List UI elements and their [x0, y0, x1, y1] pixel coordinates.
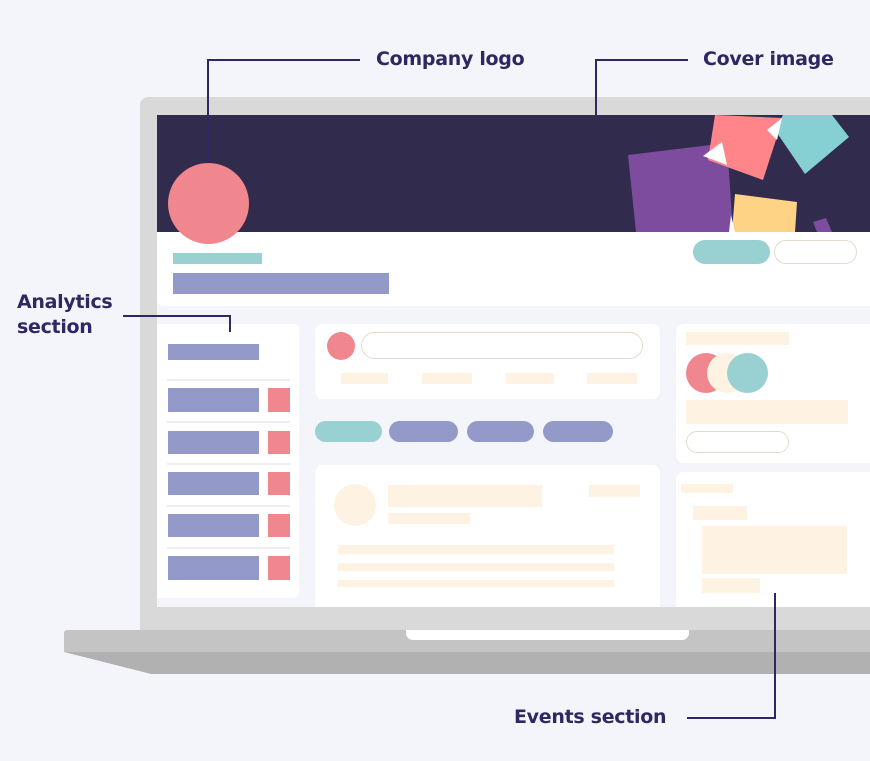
analytics-row-value [268, 431, 290, 454]
divider [167, 463, 290, 465]
cover-shape-purple-small [813, 218, 832, 232]
event-date [693, 506, 747, 520]
callout-line [687, 717, 776, 719]
post-text-line [338, 563, 614, 571]
analytics-row-value [268, 514, 290, 537]
callout-line [229, 315, 231, 332]
callout-line [207, 59, 209, 163]
analytics-row-label [168, 431, 259, 454]
filter-pill[interactable] [543, 421, 613, 442]
analytics-row-value [268, 556, 290, 580]
callout-line [595, 59, 688, 61]
company-tagline-placeholder [173, 273, 389, 294]
followers-button[interactable] [686, 431, 789, 453]
analytics-card [157, 324, 299, 598]
user-avatar [327, 332, 355, 360]
divider [167, 379, 290, 381]
post-date [589, 485, 640, 497]
callout-line [774, 593, 776, 719]
composer-action[interactable] [341, 373, 388, 384]
divider [167, 505, 290, 507]
cover-shape-white [767, 118, 782, 140]
cover-shape-pink [708, 115, 783, 180]
events-title [681, 484, 733, 493]
divider [167, 547, 290, 549]
analytics-title-placeholder [168, 344, 259, 360]
label-events-section: Events section [514, 706, 667, 728]
cover-shape-purple [628, 143, 733, 232]
followers-text [686, 400, 848, 424]
label-analytics-line1: Analytics [17, 291, 113, 313]
secondary-button[interactable] [774, 240, 857, 264]
follower-avatar [727, 353, 768, 393]
post-author-avatar [334, 484, 376, 526]
composer-action[interactable] [506, 373, 554, 384]
filter-pill[interactable] [467, 421, 534, 442]
callout-line [207, 59, 360, 61]
analytics-row-value [268, 388, 290, 412]
company-name-placeholder [173, 253, 262, 264]
post-author-name [388, 485, 542, 507]
event-image [702, 526, 847, 574]
company-logo [168, 163, 249, 244]
analytics-row-label [168, 556, 259, 580]
cover-image [157, 115, 870, 232]
cover-shape-yellow [732, 194, 797, 232]
analytics-row-label [168, 472, 259, 495]
post-text-line [338, 545, 614, 554]
followers-title [686, 332, 789, 345]
post-text-line [338, 580, 614, 587]
filter-pill[interactable] [389, 421, 458, 442]
analytics-row-label [168, 514, 259, 537]
label-company-logo: Company logo [376, 48, 525, 70]
post-input[interactable] [361, 332, 643, 359]
filter-pill-active[interactable] [315, 421, 382, 442]
composer-action[interactable] [587, 373, 637, 384]
laptop-notch [406, 630, 689, 640]
post-meta [388, 513, 470, 524]
analytics-row-label [168, 388, 259, 412]
label-cover-image: Cover image [703, 48, 834, 70]
divider [167, 421, 290, 423]
label-analytics-line2: section [17, 316, 93, 338]
callout-line [595, 59, 597, 115]
cover-shape-white [729, 215, 735, 232]
cover-shape-white [703, 142, 727, 165]
composer-action[interactable] [422, 373, 472, 384]
laptop-base-bottom [64, 652, 870, 674]
event-title [702, 578, 760, 593]
cover-shape-teal [775, 115, 849, 174]
analytics-row-value [268, 472, 290, 495]
follow-button[interactable] [693, 240, 770, 264]
callout-line [123, 315, 231, 317]
